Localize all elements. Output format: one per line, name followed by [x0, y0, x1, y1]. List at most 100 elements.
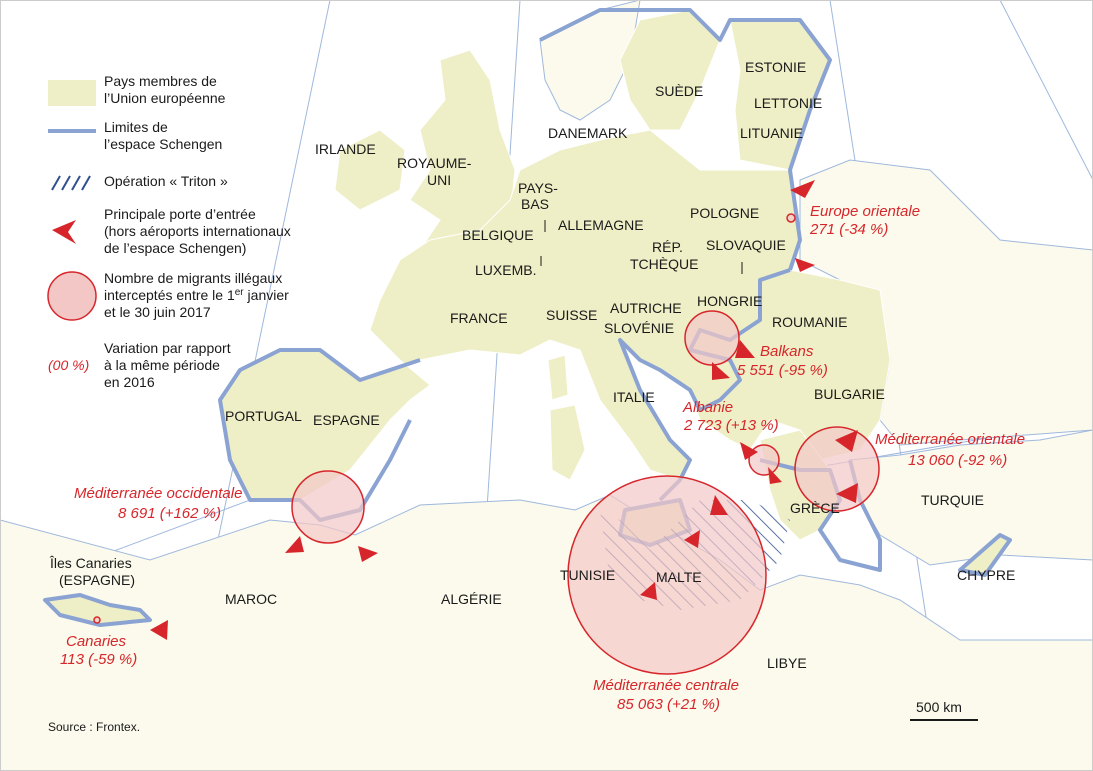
circle-med-occidentale [291, 470, 365, 544]
label-bulgarie: BULGARIE [814, 386, 885, 402]
flow-med-centrale-name: Méditerranée centrale [593, 677, 739, 694]
sardinia-land [549, 404, 586, 481]
label-belgique: BELGIQUE [462, 227, 534, 243]
label-pays-1: PAYS- [518, 180, 558, 196]
legend-migrants-line3: et le 30 juin 2017 [104, 304, 211, 320]
arrow-entry-11 [640, 582, 657, 600]
label-estonie: ESTONIE [745, 59, 806, 75]
label-maroc: MAROC [225, 591, 277, 607]
arrow-entry-9 [710, 495, 728, 515]
country-labels: IRLANDE ROYAUME- UNI DANEMARK SUÈDE ESTO… [49, 59, 1015, 671]
label-portugal: PORTUGAL [225, 408, 302, 424]
legend-variation-sample: (00 %) [48, 357, 89, 373]
arrow-entry-13 [358, 546, 378, 562]
legend-variation-line3: en 2016 [104, 374, 155, 390]
arrow-entry-5 [740, 442, 758, 460]
arrow-entry-8 [836, 483, 858, 503]
arrow-entry-10 [684, 530, 700, 548]
arrow-entry-3 [735, 340, 755, 358]
legend-arrow-swatch [52, 220, 76, 244]
legend-variation-line2: à la même période [104, 357, 220, 373]
label-royaume-1: ROYAUME- [397, 155, 472, 171]
label-turquie: TURQUIE [921, 492, 984, 508]
label-slovenie: SLOVÉNIE [604, 320, 674, 336]
label-autriche: AUTRICHE [610, 300, 682, 316]
entry-arrows [150, 180, 858, 640]
label-allemagne: ALLEMAGNE [558, 217, 644, 233]
circle-europe-orientale [786, 213, 796, 223]
label-lettonie: LETTONIE [754, 95, 822, 111]
label-royaume-2: UNI [427, 172, 451, 188]
legend-circle-swatch [47, 271, 97, 321]
flow-albanie-value: 2 723 (+13 %) [683, 417, 779, 434]
label-canaries-1: Îles Canaries [49, 555, 132, 571]
flow-europe-orientale-value: 271 (-34 %) [809, 221, 888, 238]
label-slovaquie: SLOVAQUIE [706, 237, 786, 253]
flow-labels: Europe orientale 271 (-34 %) Balkans 5 5… [60, 203, 1025, 713]
scale-label: 500 km [916, 699, 962, 715]
label-malte: MALTE [656, 569, 702, 585]
legend-entry-line2: (hors aéroports internationaux [104, 223, 291, 239]
legend-schengen-line2: l’espace Schengen [104, 136, 222, 152]
label-italie: ITALIE [613, 389, 655, 405]
label-rep: RÉP. [652, 239, 683, 255]
legend-eu-line2: l’Union européenne [104, 90, 226, 106]
legend-entry-line3: de l’espace Schengen) [104, 240, 246, 256]
circle-balkans [684, 310, 740, 366]
legend-schengen-line1: Limites de [104, 119, 168, 135]
label-roumanie: ROUMANIE [772, 314, 847, 330]
legend-triton-swatch [51, 175, 91, 191]
legend-variation-line1: Variation par rapport [104, 340, 231, 356]
norway-land [539, 0, 641, 121]
arrow-entry-2 [795, 258, 815, 272]
flow-europe-orientale-name: Europe orientale [810, 203, 920, 220]
leader-lines [540, 220, 743, 274]
legend-eu-line1: Pays membres de [104, 73, 217, 89]
label-pays-2: BAS [521, 196, 549, 212]
label-luxemb: LUXEMB. [475, 262, 536, 278]
arrow-entry-14 [150, 620, 168, 640]
circle-canaries [93, 616, 101, 624]
flow-med-centrale-value: 85 063 (+21 %) [617, 696, 720, 713]
source-label: Source : Frontex. [48, 720, 140, 734]
flow-balkans-value: 5 551 (-95 %) [737, 362, 828, 379]
label-libye: LIBYE [767, 655, 807, 671]
label-tcheque: TCHÈQUE [630, 256, 698, 272]
label-hongrie: HONGRIE [697, 293, 762, 309]
label-espagne: ESPAGNE [313, 412, 380, 428]
arrow-entry-6 [768, 467, 782, 484]
arrow-entry-4 [712, 362, 730, 380]
label-pologne: POLOGNE [690, 205, 759, 221]
flow-canaries-name: Canaries [66, 633, 127, 650]
legend-migrants-line1: Nombre de migrants illégaux [104, 270, 282, 286]
flow-canaries-value: 113 (-59 %) [60, 651, 137, 668]
legend: Pays membres de l’Union européenne Limit… [47, 73, 291, 390]
flow-med-orientale-name: Méditerranée orientale [875, 431, 1025, 448]
legend-triton-label: Opération « Triton » [104, 173, 228, 189]
flow-med-occidentale-name: Méditerranée occidentale [74, 485, 242, 502]
label-tunisie: TUNISIE [560, 567, 615, 583]
legend-eu-swatch [48, 80, 96, 106]
circle-med-orientale [794, 426, 880, 512]
label-danemark: DANEMARK [548, 125, 628, 141]
continental-europe-land [219, 129, 891, 501]
flow-balkans-name: Balkans [760, 343, 814, 360]
legend-entry-line1: Principale porte d’entrée [104, 206, 256, 222]
migrant-circles [93, 213, 880, 675]
legend-migrants-line2: interceptés entre le 1er janvier [104, 287, 289, 304]
legend-migrants-line2-post: janvier [244, 287, 289, 303]
label-canaries-2: (ESPAGNE) [59, 572, 135, 588]
legend-migrants-line2-sup: er [235, 287, 245, 298]
label-lituanie: LITUANIE [740, 125, 803, 141]
ireland-land [334, 129, 406, 211]
label-france: FRANCE [450, 310, 508, 326]
scale-bar: 500 km [910, 699, 978, 721]
label-grece: GRÈCE [790, 500, 840, 516]
flow-albanie-name: Albanie [682, 399, 733, 416]
flow-med-orientale-value: 13 060 (-92 %) [908, 452, 1007, 469]
arrow-entry-12 [285, 536, 304, 553]
circle-med-centrale [567, 475, 767, 675]
label-algerie: ALGÉRIE [441, 591, 502, 607]
label-irlande: IRLANDE [315, 141, 376, 157]
